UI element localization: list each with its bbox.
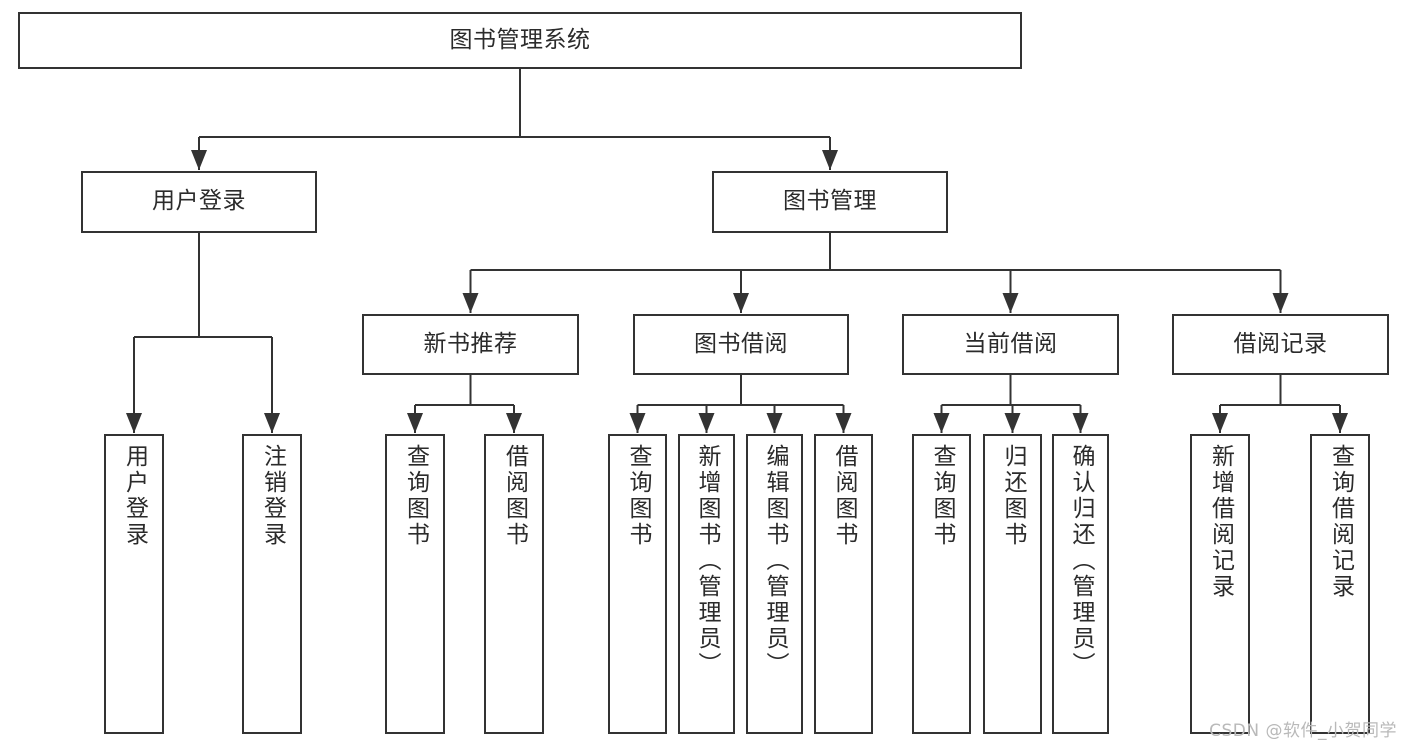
node-leaf-edit-book[interactable]: 编辑图书（管理员） xyxy=(746,434,803,734)
node-leaf-add-record-label: 新增借阅记录 xyxy=(1207,444,1234,600)
node-leaf-borrow-book-1-label: 借阅图书 xyxy=(501,444,528,548)
node-leaf-user-login[interactable]: 用户登录 xyxy=(104,434,164,734)
node-leaf-query-record-label: 查询借阅记录 xyxy=(1327,444,1354,600)
node-leaf-borrow-book-2[interactable]: 借阅图书 xyxy=(814,434,873,734)
node-current-borrow-label: 当前借阅 xyxy=(963,330,1058,357)
node-leaf-add-book[interactable]: 新增图书（管理员） xyxy=(678,434,735,734)
node-root-label: 图书管理系统 xyxy=(449,26,591,53)
node-leaf-user-login-label: 用户登录 xyxy=(121,444,148,548)
node-leaf-query-book-1[interactable]: 查询图书 xyxy=(385,434,445,734)
node-leaf-confirm-return-label: 确认归还（管理员） xyxy=(1068,444,1094,678)
node-leaf-query-record[interactable]: 查询借阅记录 xyxy=(1310,434,1370,734)
node-user-login-label: 用户登录 xyxy=(152,188,246,215)
node-leaf-return-book[interactable]: 归还图书 xyxy=(983,434,1042,734)
node-leaf-add-record[interactable]: 新增借阅记录 xyxy=(1190,434,1250,734)
node-borrow-record-label: 借阅记录 xyxy=(1233,330,1328,357)
node-current-borrow[interactable]: 当前借阅 xyxy=(902,314,1119,375)
node-new-book-recommend[interactable]: 新书推荐 xyxy=(362,314,579,375)
node-book-manage-label: 图书管理 xyxy=(783,188,877,215)
node-leaf-add-book-label: 新增图书（管理员） xyxy=(694,444,720,678)
node-leaf-logout-label: 注销登录 xyxy=(259,444,286,548)
node-book-manage[interactable]: 图书管理 xyxy=(712,171,948,233)
node-leaf-query-book-2-label: 查询图书 xyxy=(625,444,651,548)
csdn-watermark: CSDN @软件_小贺同学 xyxy=(1209,721,1397,741)
node-leaf-borrow-book-1[interactable]: 借阅图书 xyxy=(484,434,544,734)
node-borrow-record[interactable]: 借阅记录 xyxy=(1172,314,1389,375)
node-book-borrow[interactable]: 图书借阅 xyxy=(633,314,849,375)
node-leaf-confirm-return[interactable]: 确认归还（管理员） xyxy=(1052,434,1109,734)
node-leaf-logout[interactable]: 注销登录 xyxy=(242,434,302,734)
node-leaf-query-book-1-label: 查询图书 xyxy=(402,444,429,548)
node-book-borrow-label: 图书借阅 xyxy=(694,330,788,357)
node-leaf-return-book-label: 归还图书 xyxy=(1000,444,1026,548)
node-leaf-borrow-book-2-label: 借阅图书 xyxy=(831,444,857,548)
node-root[interactable]: 图书管理系统 xyxy=(18,12,1022,69)
node-user-login[interactable]: 用户登录 xyxy=(81,171,317,233)
node-leaf-query-book-3-label: 查询图书 xyxy=(929,444,955,548)
node-leaf-query-book-2[interactable]: 查询图书 xyxy=(608,434,667,734)
node-leaf-edit-book-label: 编辑图书（管理员） xyxy=(762,444,788,678)
node-leaf-query-book-3[interactable]: 查询图书 xyxy=(912,434,971,734)
node-new-book-recommend-label: 新书推荐 xyxy=(423,330,518,357)
